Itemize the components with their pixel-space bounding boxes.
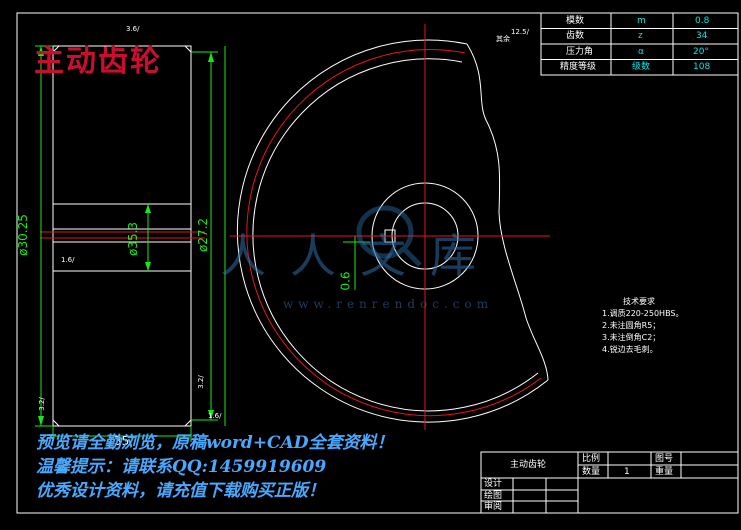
param-name-teeth: 齿数 [566, 31, 585, 41]
drawing-no-label: 图号 [655, 454, 674, 464]
side-view-chamfers [52, 45, 192, 427]
tech-note-3: 3.未注倒角C2； [602, 333, 661, 342]
roughness-bottom: 1.6/ [208, 412, 222, 420]
dim-hub-diameter: ø35.3 [126, 221, 141, 257]
scale-label: 比例 [582, 454, 601, 464]
side-view [52, 45, 192, 427]
roughness-corner-value: 12.5/ [511, 28, 529, 36]
dim-outer-diameter: ø30.25 [15, 214, 30, 256]
dim-pitch-diameter: ø27.2 [196, 217, 211, 253]
promo-line-3: 优秀设计资料，请充值下载购买正版！ [36, 481, 325, 501]
roughness-corner-label: 其余 [496, 35, 510, 43]
weight-label: 重量 [655, 467, 674, 477]
drafter-label: 绘图 [484, 491, 503, 501]
qty-label: 数量 [582, 467, 601, 477]
roughness-right: 3.2/ [196, 375, 205, 389]
param-value-accuracy: 108 [693, 62, 711, 72]
title-stamp: 主动齿轮 [34, 44, 162, 79]
tech-note-2: 2.未注圆角R5； [602, 321, 661, 330]
title-block-grid [480, 451, 739, 514]
part-name: 主动齿轮 [510, 460, 547, 470]
param-name-pressure-angle: 压力角 [566, 47, 594, 57]
promo-line-1: 预览请全勤浏览，原稿word+CAD全套资料！ [36, 433, 394, 453]
roughness-top: 3.6/ [126, 25, 140, 33]
param-name-module: 模数 [566, 16, 585, 26]
dimension-lines [35, 45, 370, 442]
gear-addendum-arc [236, 39, 549, 423]
param-value-pressure-angle: 20° [693, 47, 709, 57]
param-table-grid [540, 12, 739, 76]
param-symbol-module: m [637, 16, 646, 26]
gear-pitch-arc [246, 49, 542, 417]
watermark-url: www.renrendoc.com [283, 297, 494, 311]
tech-notes-heading: 技术要求 [623, 297, 655, 306]
reviewer-label: 审阅 [484, 502, 503, 512]
designer-label: 设计 [484, 479, 503, 489]
promo-line-2: 温馨提示：请联系QQ:1459919609 [36, 457, 327, 477]
roughness-side: 1.6/ [61, 256, 75, 264]
roughness-left: 3.2/ [37, 397, 46, 411]
param-name-accuracy: 精度等级 [560, 62, 597, 72]
param-symbol-accuracy: 级数 [632, 62, 651, 72]
tech-note-1: 1.调质220-250HBS。 [602, 309, 684, 318]
front-view-centerlines [230, 24, 550, 430]
dimension-arrows [38, 46, 214, 426]
dim-width: 35 [114, 434, 130, 448]
drawing-border [16, 12, 739, 514]
watermark-logo [356, 205, 422, 267]
param-symbol-teeth: z [638, 31, 643, 41]
param-symbol-pressure-angle: α [638, 47, 644, 57]
qty-value: 1 [624, 467, 630, 477]
gear-root-arc [252, 58, 539, 412]
param-value-module: 0.8 [695, 16, 710, 26]
gear-break-line [466, 43, 549, 381]
watermark-brand: 人人文库 [220, 229, 500, 283]
tech-note-4: 4.锐边去毛刺。 [602, 345, 658, 354]
side-view-centerlines [40, 231, 205, 239]
param-value-teeth: 34 [696, 31, 708, 41]
